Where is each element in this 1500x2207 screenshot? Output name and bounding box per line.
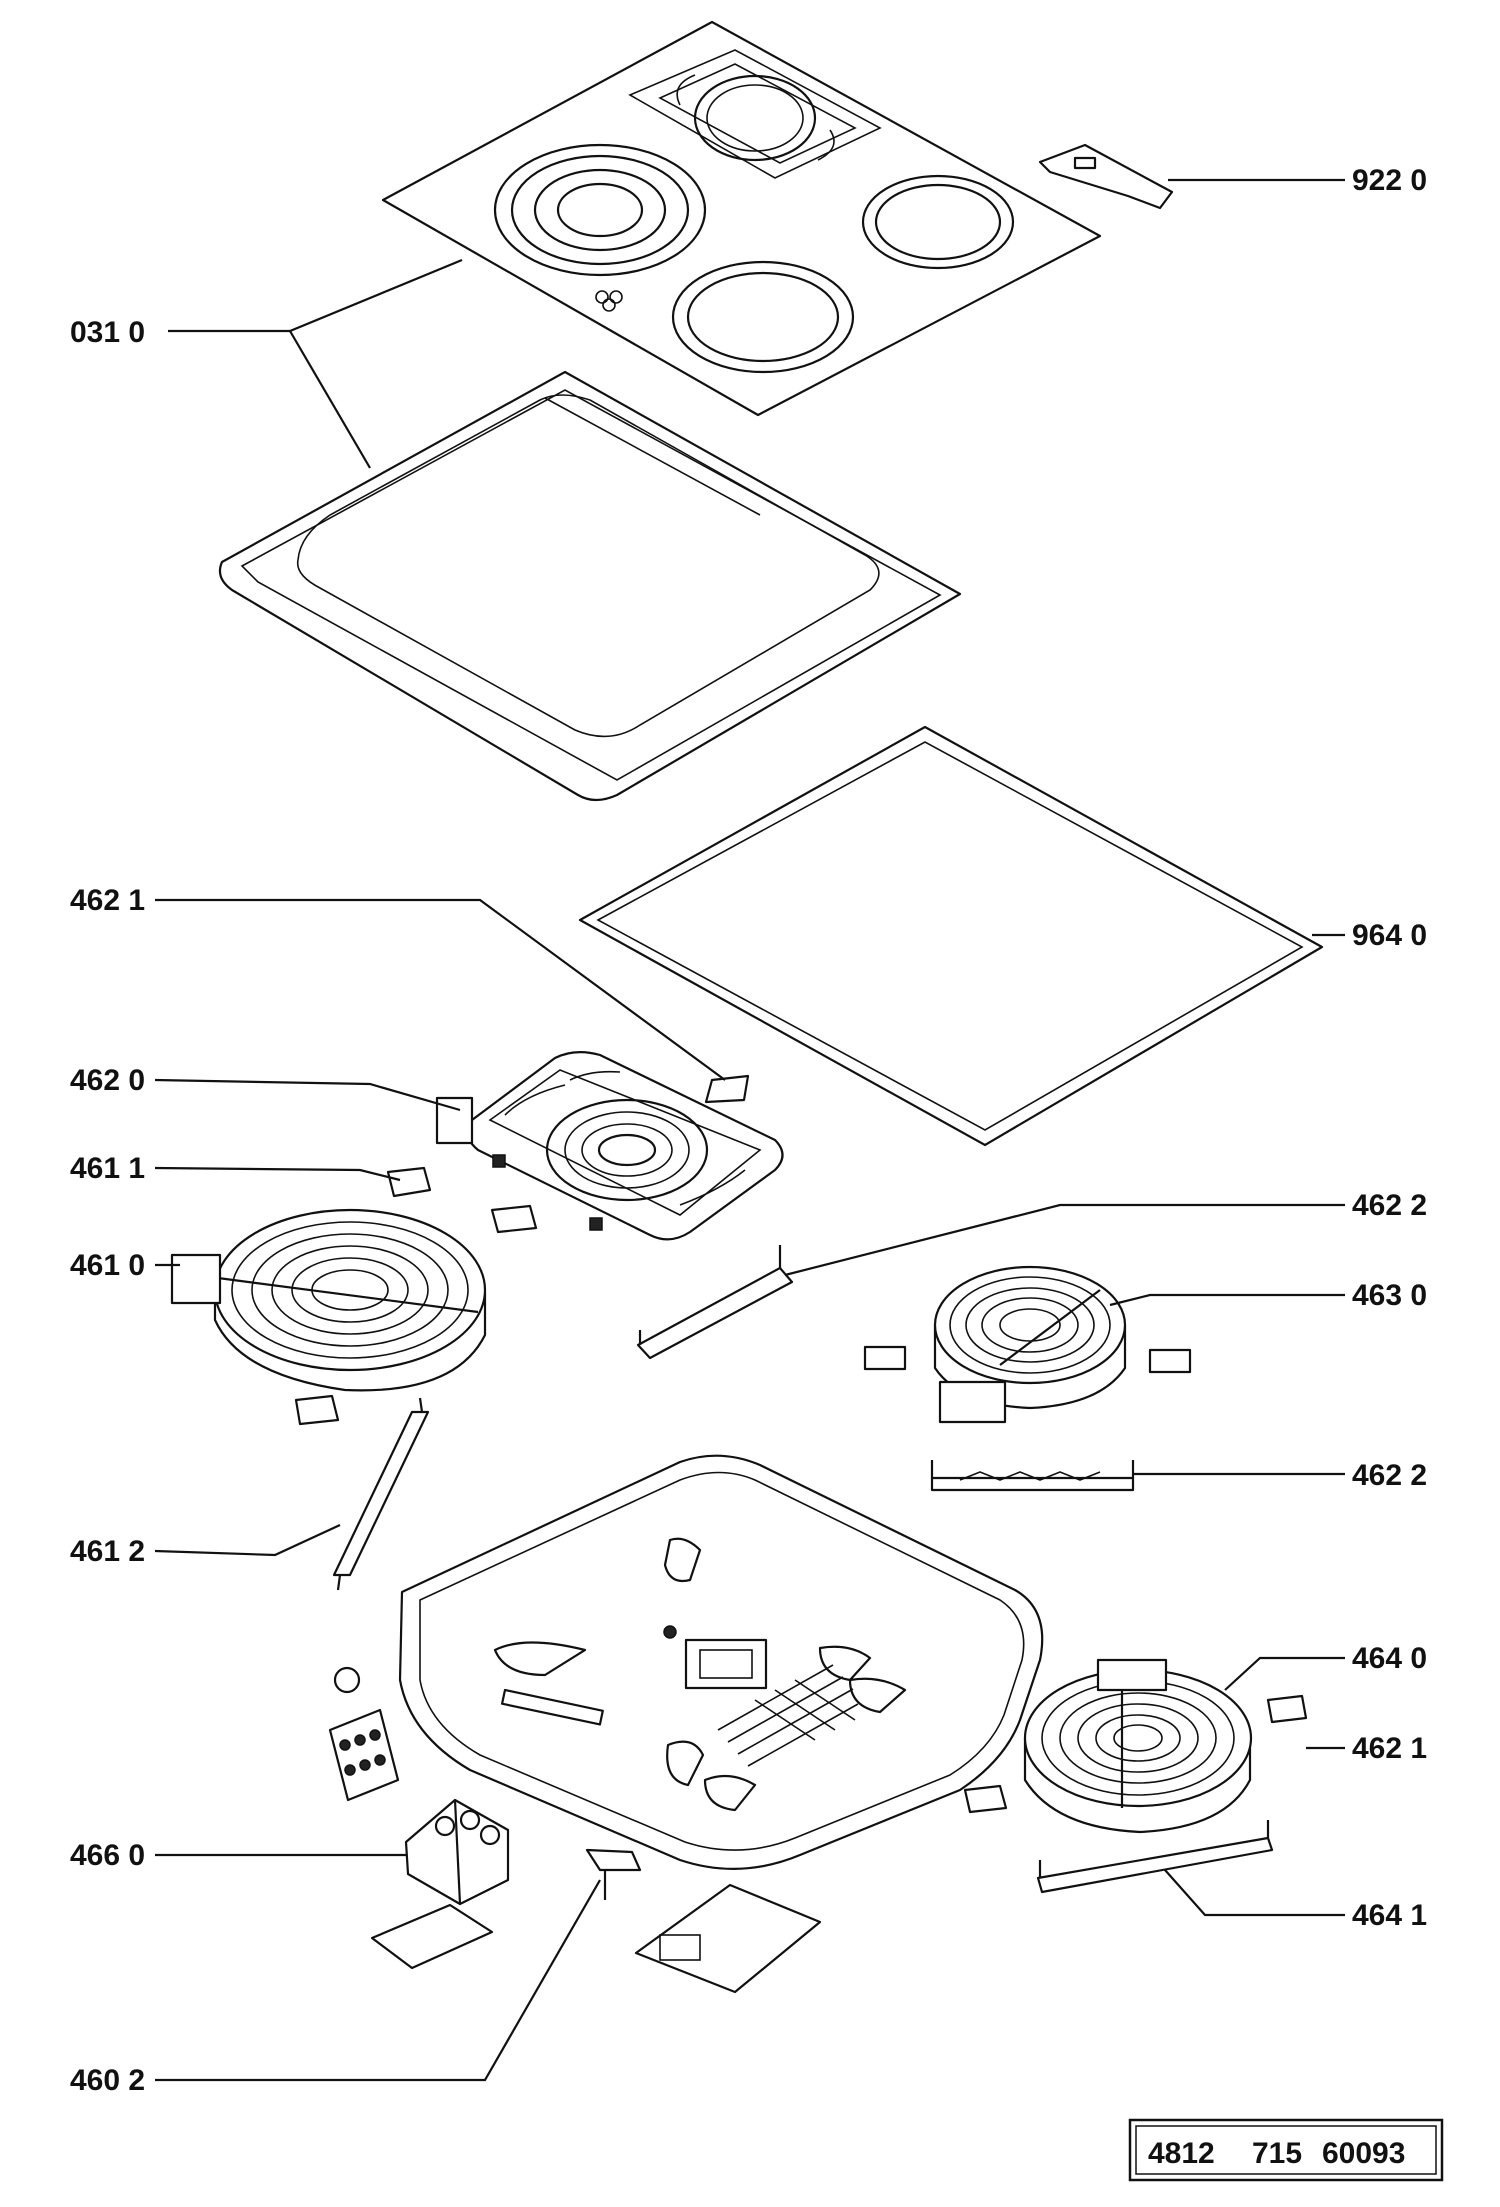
part-label-462-1-lower: 462 1 <box>1352 1732 1427 1765</box>
part-label-464-1: 464 1 <box>1352 1899 1427 1932</box>
hob-frame <box>218 370 962 802</box>
large-radiant-element <box>170 1208 487 1392</box>
part-label-464-0: 464 0 <box>1352 1642 1427 1675</box>
part-label-461-2: 461 2 <box>70 1535 145 1568</box>
clip-part <box>386 1166 432 1198</box>
part-label-031-0: 031 0 <box>70 316 145 349</box>
clip-part <box>294 1394 340 1426</box>
support-bar <box>332 1397 430 1591</box>
bracket-part <box>930 1460 1135 1492</box>
part-label-466-0: 466 0 <box>70 1839 145 1872</box>
drawing-code-part-3: 60093 <box>1322 2137 1405 2170</box>
gasket-seal <box>578 725 1324 1147</box>
part-label-462-1: 462 1 <box>70 884 145 917</box>
bracket-part <box>636 1245 794 1360</box>
part-label-460-2: 460 2 <box>70 2064 145 2097</box>
base-tray <box>398 1454 1044 1870</box>
bracket-part <box>1036 1820 1274 1894</box>
clip-part <box>963 1784 1008 1814</box>
small-radiant-element <box>863 1265 1192 1424</box>
drawing-code-part-1: 4812 <box>1148 2137 1215 2170</box>
part-label-461-0: 461 0 <box>70 1249 145 1282</box>
part-label-462-2: 462 2 <box>1352 1189 1427 1222</box>
terminal-block <box>328 1666 510 1906</box>
part-label-461-1: 461 1 <box>70 1152 145 1185</box>
ceramic-hob-top <box>381 20 1102 417</box>
leader-lines <box>154 178 1345 2082</box>
drawing-number-box: 4812 715 60093 <box>1128 2118 1444 2182</box>
mounting-plate <box>634 1883 822 1994</box>
part-label-463-0: 463 0 <box>1352 1279 1427 1312</box>
drawing-code-part-2: 715 <box>1252 2137 1302 2170</box>
part-label-964-0: 964 0 <box>1352 919 1427 952</box>
clip-part <box>1266 1694 1308 1724</box>
clip-part <box>490 1204 538 1234</box>
part-label-922-0: 922 0 <box>1352 164 1427 197</box>
clip-part <box>704 1074 750 1104</box>
fixing-clip <box>1038 143 1174 210</box>
mounting-plate <box>370 1903 494 1970</box>
part-label-462-0: 462 0 <box>70 1064 145 1097</box>
radiant-element-right <box>1023 1658 1253 1834</box>
clip-460-2 <box>585 1848 642 1900</box>
part-label-462-2-lower: 462 2 <box>1352 1459 1427 1492</box>
